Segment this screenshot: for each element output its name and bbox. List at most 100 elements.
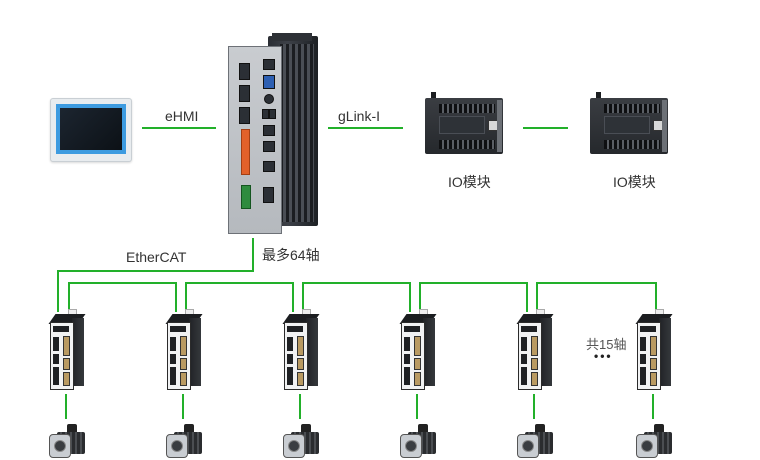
drive-db-port-icon <box>531 336 538 356</box>
drive-connector-icon <box>53 354 59 364</box>
io-side-rail <box>662 100 667 152</box>
drive-db-port-icon <box>63 372 70 386</box>
motor-shaft-icon <box>54 440 66 452</box>
drive-connector-icon <box>170 354 176 364</box>
drive-display-icon <box>287 326 303 332</box>
motor-connector-icon <box>184 424 194 434</box>
drive-db-port-icon <box>414 358 421 370</box>
servo-motor-4 <box>400 424 438 458</box>
total-axes-label: 共15轴 <box>586 337 627 352</box>
io-terminal-row <box>439 104 495 113</box>
drive-face <box>284 322 308 390</box>
servo-drive-3 <box>282 309 320 392</box>
drive-display-icon <box>640 326 656 332</box>
servo-motor-2 <box>166 424 204 458</box>
drive-side <box>423 318 435 386</box>
drive-db-port-icon <box>297 372 304 386</box>
ehmi-link-label: eHMI <box>165 108 199 124</box>
controller-front-panel <box>228 46 282 234</box>
motor-shaft-icon <box>641 440 653 452</box>
vga-port-icon <box>263 75 275 89</box>
ethernet-port-icon <box>263 161 275 172</box>
drive-connector-icon <box>521 337 527 351</box>
drive-face <box>637 322 661 390</box>
servo-drive-4 <box>399 309 437 392</box>
drive-connector-icon <box>640 367 646 385</box>
drive-face <box>167 322 191 390</box>
hmi-screen <box>60 108 122 150</box>
drive-connector-icon <box>404 367 410 385</box>
terminal-block-icon <box>241 129 250 175</box>
io-side-rail <box>497 100 502 152</box>
drive-db-port-icon <box>650 358 657 370</box>
servo-drive-1 <box>48 309 86 392</box>
ethernet-port-icon <box>263 141 275 152</box>
ethernet-port-icon <box>263 125 275 136</box>
drive-connector-icon <box>640 337 646 351</box>
drive-db-port-icon <box>297 358 304 370</box>
drive-connector-icon <box>287 354 293 364</box>
drive-side <box>659 318 671 386</box>
motor-shaft-icon <box>405 440 417 452</box>
drive-display-icon <box>521 326 537 332</box>
controller-mount-ear <box>272 33 312 41</box>
ellipsis-icon: ••• <box>594 349 613 363</box>
motor-connector-icon <box>654 424 664 434</box>
drive-connector-icon <box>521 367 527 385</box>
ethernet-port-icon <box>263 59 275 70</box>
servo-motor-1 <box>49 424 87 458</box>
drive-connector-icon <box>170 337 176 351</box>
ethercat-chain-line <box>68 282 177 312</box>
ps2-port-icon <box>264 94 274 104</box>
drive-face <box>518 322 542 390</box>
drive-db-port-icon <box>531 372 538 386</box>
io-mount-tab <box>431 92 436 100</box>
drive-db-port-icon <box>63 358 70 370</box>
db9-port-icon <box>263 187 274 203</box>
io-label-plate <box>604 116 650 134</box>
drive-db-port-icon <box>650 372 657 386</box>
io-label-plate <box>439 116 485 134</box>
drive-side <box>72 318 84 386</box>
db9-port-icon <box>239 107 250 124</box>
ethercat-link-label: EtherCAT <box>126 249 187 265</box>
controller-heatsink <box>280 44 314 222</box>
drive-face <box>50 322 74 390</box>
drive-db-port-icon <box>414 372 421 386</box>
motor-shaft-icon <box>288 440 300 452</box>
drive-side <box>189 318 201 386</box>
drive-connector-icon <box>404 354 410 364</box>
drive-display-icon <box>170 326 186 332</box>
drive-db-port-icon <box>180 372 187 386</box>
io-terminal-row <box>604 104 660 113</box>
motor-shaft-icon <box>522 440 534 452</box>
motor-connector-icon <box>535 424 545 434</box>
drive-db-port-icon <box>180 358 187 370</box>
drive-connector-icon <box>53 337 59 351</box>
motor-connector-icon <box>301 424 311 434</box>
io-module-2 <box>590 92 668 156</box>
servo-drive-5 <box>516 309 554 392</box>
drive-connector-icon <box>170 367 176 385</box>
power-connector-icon <box>241 185 251 209</box>
motor-connector-icon <box>418 424 428 434</box>
motor-connector-icon <box>67 424 77 434</box>
servo-motor-3 <box>283 424 321 458</box>
ethercat-chain-line <box>419 282 528 312</box>
io-module-1 <box>425 92 503 156</box>
hmi-bezel <box>56 104 126 154</box>
drive-db-port-icon <box>63 336 70 356</box>
drive-db-port-icon <box>180 336 187 356</box>
ethercat-trunk-line <box>57 238 254 312</box>
drive-db-port-icon <box>297 336 304 356</box>
drive-connector-icon <box>287 367 293 385</box>
drive-db-port-icon <box>650 336 657 356</box>
motor-shaft-icon <box>171 440 183 452</box>
db9-port-icon <box>239 85 250 102</box>
drive-face <box>401 322 425 390</box>
drive-connector-icon <box>53 367 59 385</box>
servo-drive-6 <box>635 309 673 392</box>
io-terminal-row <box>604 140 660 149</box>
drive-display-icon <box>53 326 69 332</box>
